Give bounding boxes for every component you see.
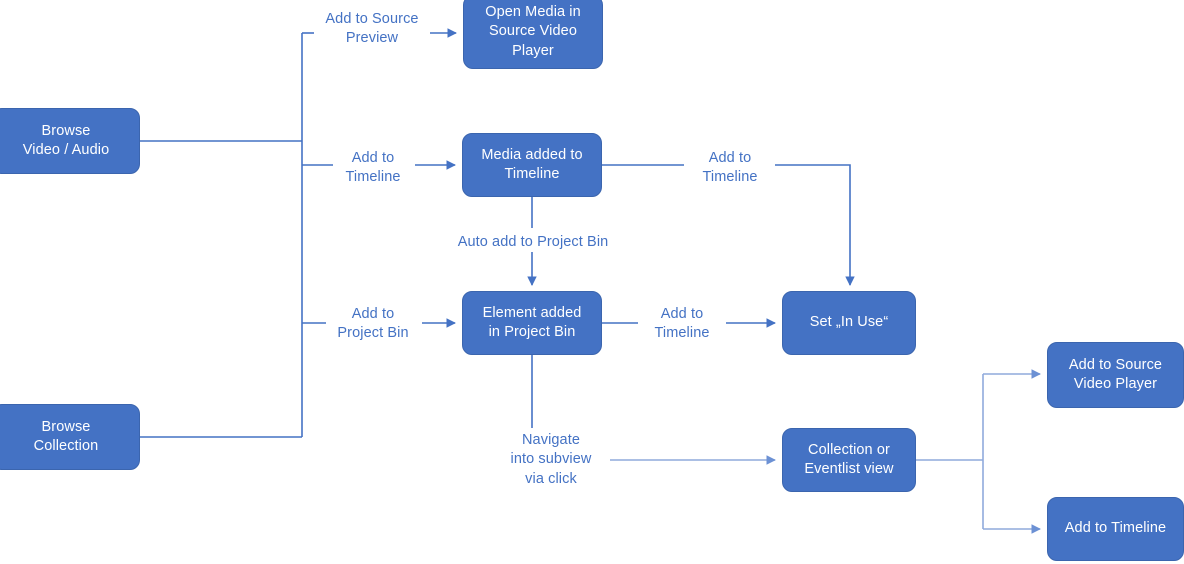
edge-media-to-inuse-right — [775, 164, 855, 286]
node-open-media-source-player[interactable]: Open Media in Source Video Player — [463, 0, 603, 69]
edge-label-add-to-project-bin: Add to Project Bin — [326, 305, 420, 344]
node-set-in-use[interactable]: Set „In Use“ — [782, 291, 916, 355]
edge-label-add-to-timeline-media: Add to Timeline — [690, 149, 770, 188]
node-browse-video-audio[interactable]: Browse Video / Audio — [0, 108, 140, 174]
edge-label-add-to-timeline-browse: Add to Timeline — [333, 149, 413, 188]
node-collection-eventlist-view[interactable]: Collection or Eventlist view — [782, 428, 916, 492]
node-add-to-source-video-player[interactable]: Add to Source Video Player — [1047, 342, 1184, 408]
node-media-added-to-timeline[interactable]: Media added to Timeline — [462, 133, 602, 197]
node-browse-collection[interactable]: Browse Collection — [0, 404, 140, 470]
edge-label-add-to-source-preview: Add to Source Preview — [314, 10, 430, 49]
edge-label-add-to-timeline-bin: Add to Timeline — [642, 305, 722, 344]
node-element-added-project-bin[interactable]: Element added in Project Bin — [462, 291, 602, 355]
node-add-to-timeline[interactable]: Add to Timeline — [1047, 497, 1184, 561]
edge-label-navigate-into-subview: Navigate into subview via click — [496, 431, 606, 489]
edge-label-auto-add-to-project-bin: Auto add to Project Bin — [452, 233, 614, 253]
